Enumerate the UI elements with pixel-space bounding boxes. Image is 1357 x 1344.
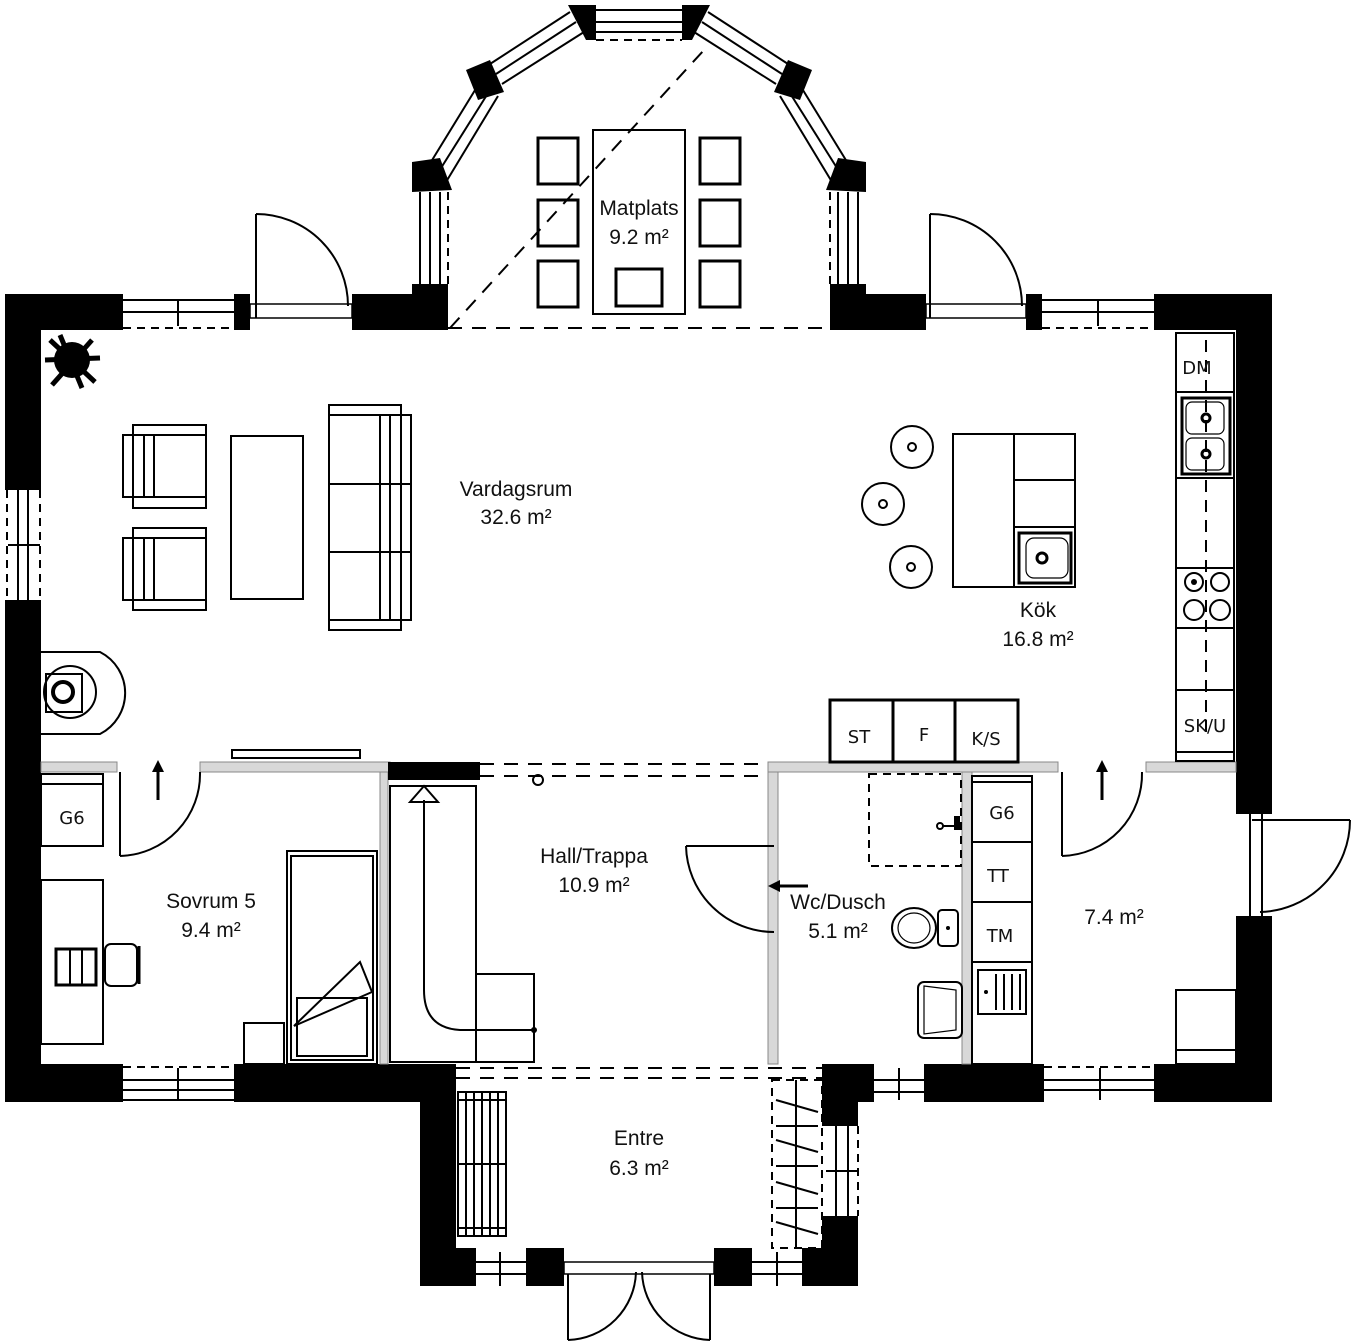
cabinet-st-label: ST bbox=[848, 727, 871, 748]
interior-walls bbox=[40, 761, 1237, 1079]
room-name-wc: Wc/Dusch bbox=[790, 891, 886, 914]
chair-icon bbox=[104, 943, 141, 987]
cabinet-f-label: F bbox=[919, 725, 929, 746]
door-swing-icon[interactable] bbox=[249, 213, 353, 319]
kitchen-counter bbox=[1175, 332, 1235, 762]
coat-rack-icon bbox=[771, 1079, 823, 1249]
room-area-entre: 6.3 m² bbox=[609, 1157, 669, 1180]
room-area-tvatt: 7.4 m² bbox=[1084, 906, 1144, 929]
g6-cabinet bbox=[40, 773, 104, 847]
bed-icon bbox=[286, 850, 378, 1065]
g6-sovrum-label: G6 bbox=[59, 808, 84, 829]
room-name-matplats: Matplats bbox=[599, 197, 678, 220]
g6-wc-label: G6 bbox=[989, 803, 1014, 824]
tall-cabinets bbox=[828, 698, 1020, 764]
windows bbox=[5, 9, 1154, 1286]
plant-icon bbox=[44, 334, 101, 389]
window-icon bbox=[1044, 1064, 1154, 1102]
chair-icon bbox=[536, 136, 742, 309]
window-icon bbox=[826, 1126, 859, 1216]
exterior-walls bbox=[5, 5, 1272, 1286]
shoe-rack-icon bbox=[457, 1091, 507, 1237]
washing-machine-label: TM bbox=[986, 926, 1014, 947]
staircase bbox=[389, 784, 537, 1063]
room-area-sovrum5: 9.4 m² bbox=[181, 919, 241, 942]
radiator-icon bbox=[231, 749, 361, 759]
nightstand-icon bbox=[243, 1022, 285, 1065]
toilet-icon bbox=[891, 907, 959, 949]
window-icon bbox=[123, 1064, 234, 1102]
room-labels: Matplats 9.2 m² Vardagsrum 32.6 m² Kök 1… bbox=[166, 197, 1144, 1180]
door-swing-icon[interactable] bbox=[685, 845, 808, 933]
room-name-sovrum5: Sovrum 5 bbox=[166, 890, 256, 913]
window-icon bbox=[752, 1252, 802, 1286]
room-area-kok: 16.8 m² bbox=[1002, 628, 1073, 651]
door-swing-icon[interactable] bbox=[925, 213, 1027, 319]
tumble-dryer-label: TT bbox=[986, 866, 1010, 887]
double-sink-icon bbox=[1180, 396, 1232, 476]
sofa-icon bbox=[328, 404, 412, 631]
door-swing-icon[interactable] bbox=[1061, 760, 1144, 857]
doors bbox=[249, 213, 1351, 1341]
sink-icon bbox=[1017, 531, 1073, 585]
room-area-hall: 10.9 m² bbox=[558, 874, 629, 897]
room-name-vardagsrum: Vardagsrum bbox=[460, 478, 573, 501]
fireplace-icon bbox=[41, 651, 127, 735]
interior-doors bbox=[119, 760, 1144, 933]
room-name-entre: Entre bbox=[614, 1127, 664, 1150]
bar-stool-icon bbox=[861, 425, 934, 589]
armchair-icon bbox=[122, 527, 207, 611]
window-icon bbox=[1042, 294, 1154, 330]
door-swing-icon[interactable] bbox=[1249, 814, 1351, 916]
room-name-hall: Hall/Trappa bbox=[540, 845, 648, 868]
window-icon bbox=[874, 1064, 924, 1102]
desk-icon bbox=[40, 879, 104, 1045]
cabinet-icon bbox=[1175, 989, 1237, 1065]
window-icon bbox=[476, 1252, 526, 1286]
entrance-double-door-icon[interactable] bbox=[563, 1261, 715, 1341]
coffee-table-icon bbox=[230, 435, 304, 600]
laundry-column bbox=[971, 775, 1033, 1065]
fridge-freezer-label: SK/U bbox=[1184, 716, 1226, 737]
room-area-wc: 5.1 m² bbox=[808, 920, 868, 943]
kitchen-island bbox=[952, 433, 1076, 588]
shower-area bbox=[868, 773, 962, 867]
bay-window-icon bbox=[412, 9, 866, 284]
dishwasher-label: DM bbox=[1182, 358, 1211, 379]
room-name-kok: Kök bbox=[1020, 599, 1057, 622]
room-area-matplats: 9.2 m² bbox=[609, 226, 669, 249]
room-area-vardagsrum: 32.6 m² bbox=[480, 506, 551, 529]
door-swing-icon[interactable] bbox=[119, 760, 202, 857]
shower-mixer-icon bbox=[936, 816, 960, 830]
washbasin-icon bbox=[917, 981, 963, 1039]
armchair-icon bbox=[122, 424, 207, 509]
window-icon bbox=[123, 294, 234, 330]
stove-icon bbox=[1183, 572, 1231, 621]
dining-table-icon bbox=[592, 129, 686, 315]
window-icon bbox=[5, 490, 41, 600]
cabinet-ks-label: K/S bbox=[971, 729, 1000, 750]
ceiling-line bbox=[449, 49, 705, 329]
appliance-labels: DM SK/U ST F K/S G6 G6 TT TM bbox=[59, 358, 1226, 947]
